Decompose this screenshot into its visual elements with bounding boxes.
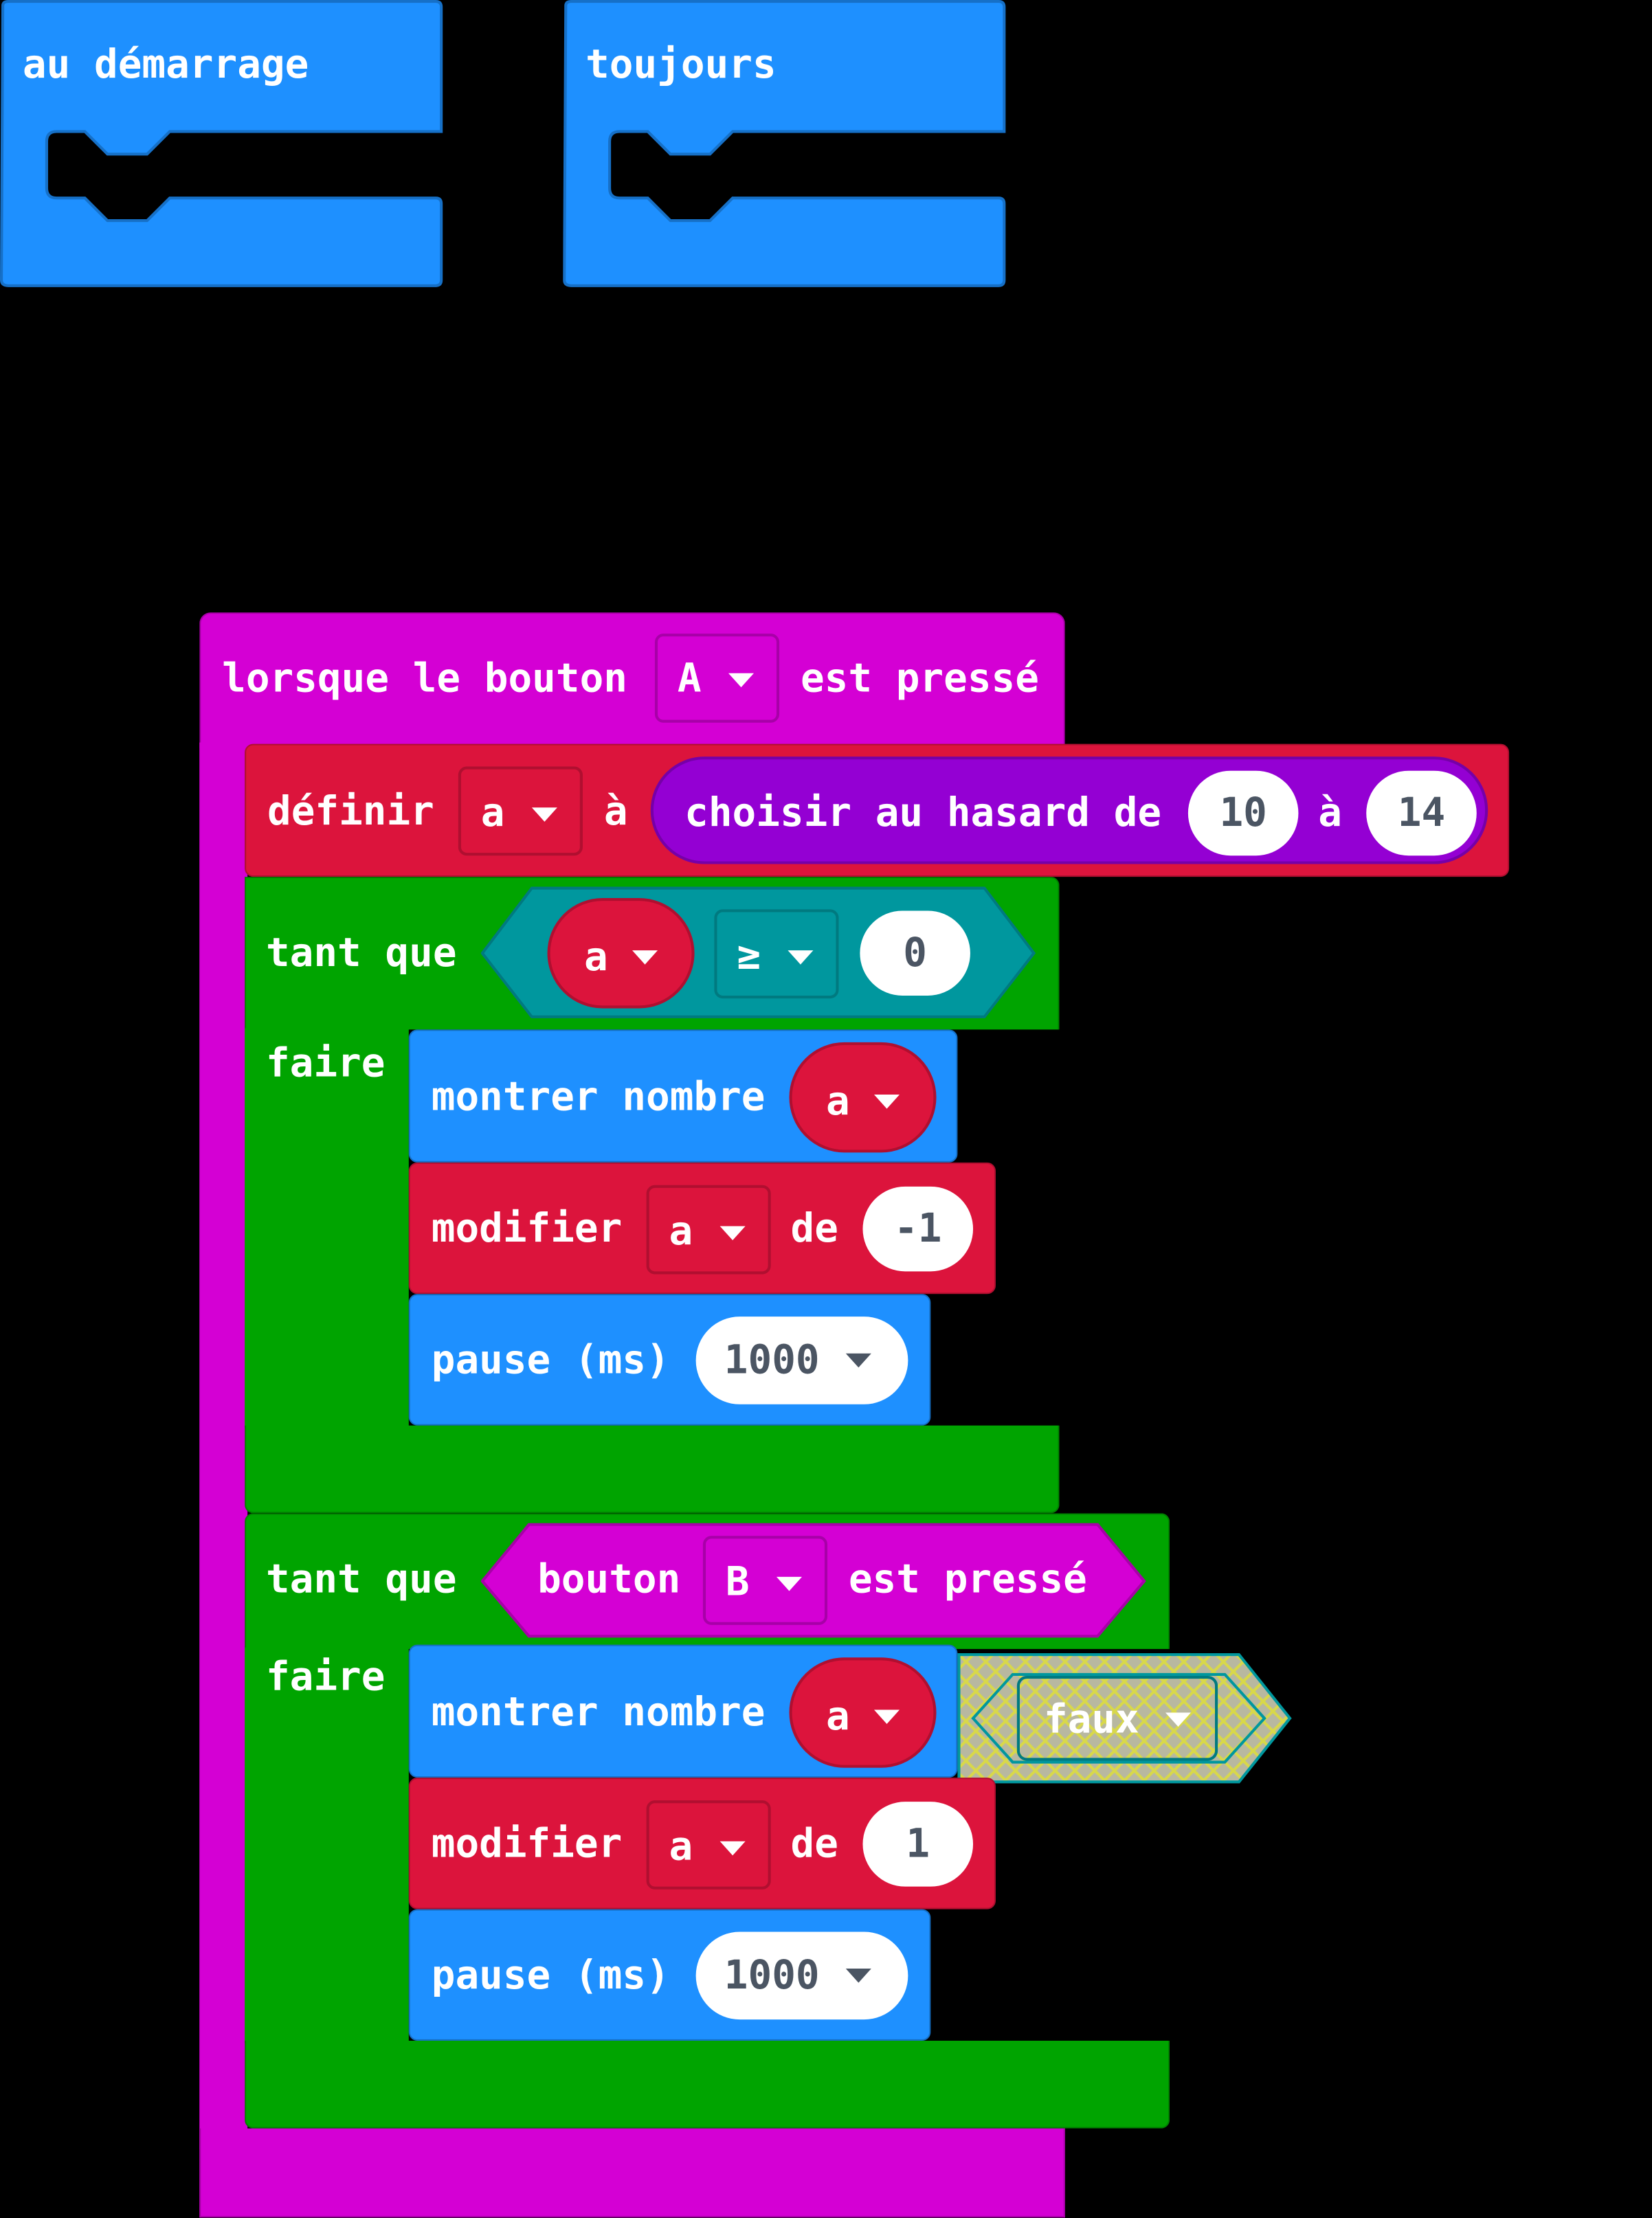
set-to-label: à — [603, 787, 628, 835]
false-block-disabled[interactable] — [956, 1652, 1295, 1788]
show-var-value: a — [825, 1692, 850, 1740]
pause-block-2[interactable]: pause (ms) 1000 — [408, 1909, 931, 2041]
chevron-down-icon — [788, 950, 814, 965]
chevron-down-icon — [728, 673, 755, 688]
on-start-shape — [0, 0, 443, 287]
while2-footer — [245, 2040, 1170, 2129]
while2-label: tant que — [265, 1556, 457, 1602]
pause-label: pause (ms) — [431, 1951, 670, 1999]
while1-footer — [245, 1425, 1060, 1514]
compare-operator-value: ≥ — [737, 932, 761, 979]
change-var-value: a — [669, 1207, 693, 1255]
change-label: modifier — [431, 1205, 623, 1252]
compare-operator-dropdown[interactable]: ≥ — [714, 909, 839, 999]
compare-value-input[interactable]: 0 — [860, 910, 970, 996]
show-number-label: montrer nombre — [431, 1073, 766, 1121]
change-by-input[interactable]: 1 — [862, 1802, 974, 1887]
on-button-footer — [199, 2128, 1065, 2218]
show-number-label: montrer nombre — [431, 1688, 766, 1736]
change-label: modifier — [431, 1819, 623, 1867]
on-button-prefix: lorsque le bouton — [222, 654, 627, 702]
forever-label: toujours — [585, 41, 777, 88]
random-block[interactable]: choisir au hasard de 10 à 14 — [650, 757, 1488, 864]
show-var-block[interactable]: a — [789, 1042, 937, 1153]
cond-var-block[interactable]: a — [547, 897, 695, 1009]
random-to-label: à — [1318, 789, 1342, 836]
change-by-label: de — [790, 1819, 838, 1867]
show-number-block-1[interactable]: montrer nombre a — [408, 1029, 958, 1163]
random-label: choisir au hasard de — [684, 789, 1162, 836]
set-variable-block[interactable]: définir a à choisir au hasard de 10 à 14 — [245, 743, 1510, 877]
button-cond-label: bouton — [537, 1556, 681, 1602]
pause-value-dropdown[interactable]: 1000 — [695, 1931, 908, 2020]
on-button-suffix: est pressé — [800, 654, 1039, 702]
on-button-arm — [199, 742, 248, 2150]
while2-do-label: faire — [265, 1653, 386, 1700]
button-a-value: A — [677, 654, 702, 702]
cond-var-value: a — [584, 933, 608, 981]
on-start-label: au démarrage — [22, 41, 309, 88]
change-var-dropdown[interactable]: a — [646, 1185, 771, 1275]
chevron-down-icon — [531, 807, 557, 822]
change-var-value: a — [669, 1823, 693, 1870]
while1-arm — [245, 1028, 409, 1429]
set-label: définir — [267, 787, 434, 835]
set-var-value: a — [480, 789, 505, 836]
show-number-block-2[interactable]: montrer nombre a — [408, 1644, 958, 1778]
pause-block-1[interactable]: pause (ms) 1000 — [408, 1294, 931, 1426]
random-to-input[interactable]: 14 — [1366, 770, 1477, 856]
while2-arm — [245, 1647, 409, 2044]
chevron-down-icon — [873, 1095, 900, 1109]
forever-shape — [563, 0, 1006, 287]
change-variable-block-2[interactable]: modifier a de 1 — [408, 1778, 996, 1909]
button-a-dropdown[interactable]: A — [654, 634, 780, 723]
pause-label: pause (ms) — [431, 1336, 670, 1383]
chevron-down-icon — [632, 950, 658, 965]
on-button-header — [199, 612, 1065, 748]
show-var-block[interactable]: a — [789, 1657, 937, 1768]
false-label: faux — [1043, 1695, 1139, 1743]
while1-do-label: faire — [265, 1039, 386, 1086]
chevron-down-icon — [1165, 1712, 1192, 1727]
pause-value-dropdown[interactable]: 1000 — [695, 1317, 908, 1404]
change-by-input[interactable]: -1 — [862, 1186, 974, 1272]
button-b-value: B — [725, 1558, 750, 1606]
chevron-down-icon — [845, 1353, 871, 1368]
show-var-value: a — [825, 1077, 850, 1125]
chevron-down-icon — [719, 1226, 746, 1241]
chevron-down-icon — [845, 1969, 871, 1983]
chevron-down-icon — [873, 1710, 900, 1724]
while1-label: tant que — [265, 929, 457, 976]
pause-value: 1000 — [724, 1951, 820, 1999]
button-cond-suffix: est pressé — [848, 1556, 1087, 1602]
chevron-down-icon — [776, 1576, 802, 1591]
random-from-input[interactable]: 10 — [1187, 770, 1299, 856]
change-by-label: de — [790, 1205, 838, 1252]
change-variable-block-1[interactable]: modifier a de -1 — [408, 1162, 996, 1295]
pause-value: 1000 — [724, 1336, 820, 1383]
button-b-dropdown[interactable]: B — [702, 1536, 828, 1625]
set-var-dropdown[interactable]: a — [458, 766, 583, 856]
chevron-down-icon — [719, 1841, 746, 1856]
change-var-dropdown[interactable]: a — [646, 1800, 771, 1890]
